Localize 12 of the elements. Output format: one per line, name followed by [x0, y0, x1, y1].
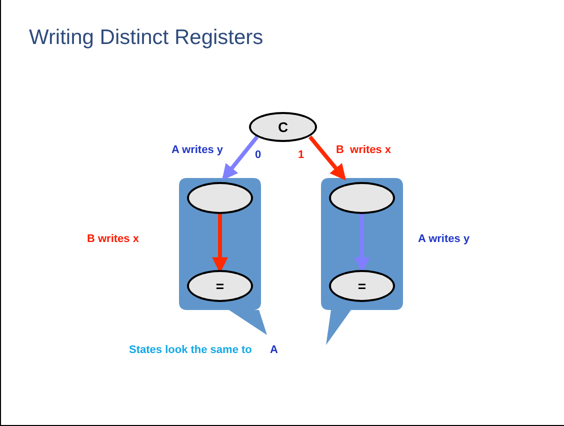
note-label: A writes y — [417, 233, 471, 245]
slide-title: Writing Distinct Registers — [29, 26, 264, 50]
note-label: A — [269, 344, 279, 356]
note-label: 1 — [297, 149, 306, 161]
edge-label: A writes y — [170, 144, 224, 156]
state-ellipse: C — [249, 112, 317, 142]
arrow — [222, 136, 259, 180]
note-label: B writes x — [86, 233, 140, 245]
edge-label: B writes x — [335, 144, 392, 156]
note-label: 0 — [254, 149, 262, 161]
note-label: States look the same to — [128, 344, 253, 356]
arrow — [308, 136, 346, 180]
